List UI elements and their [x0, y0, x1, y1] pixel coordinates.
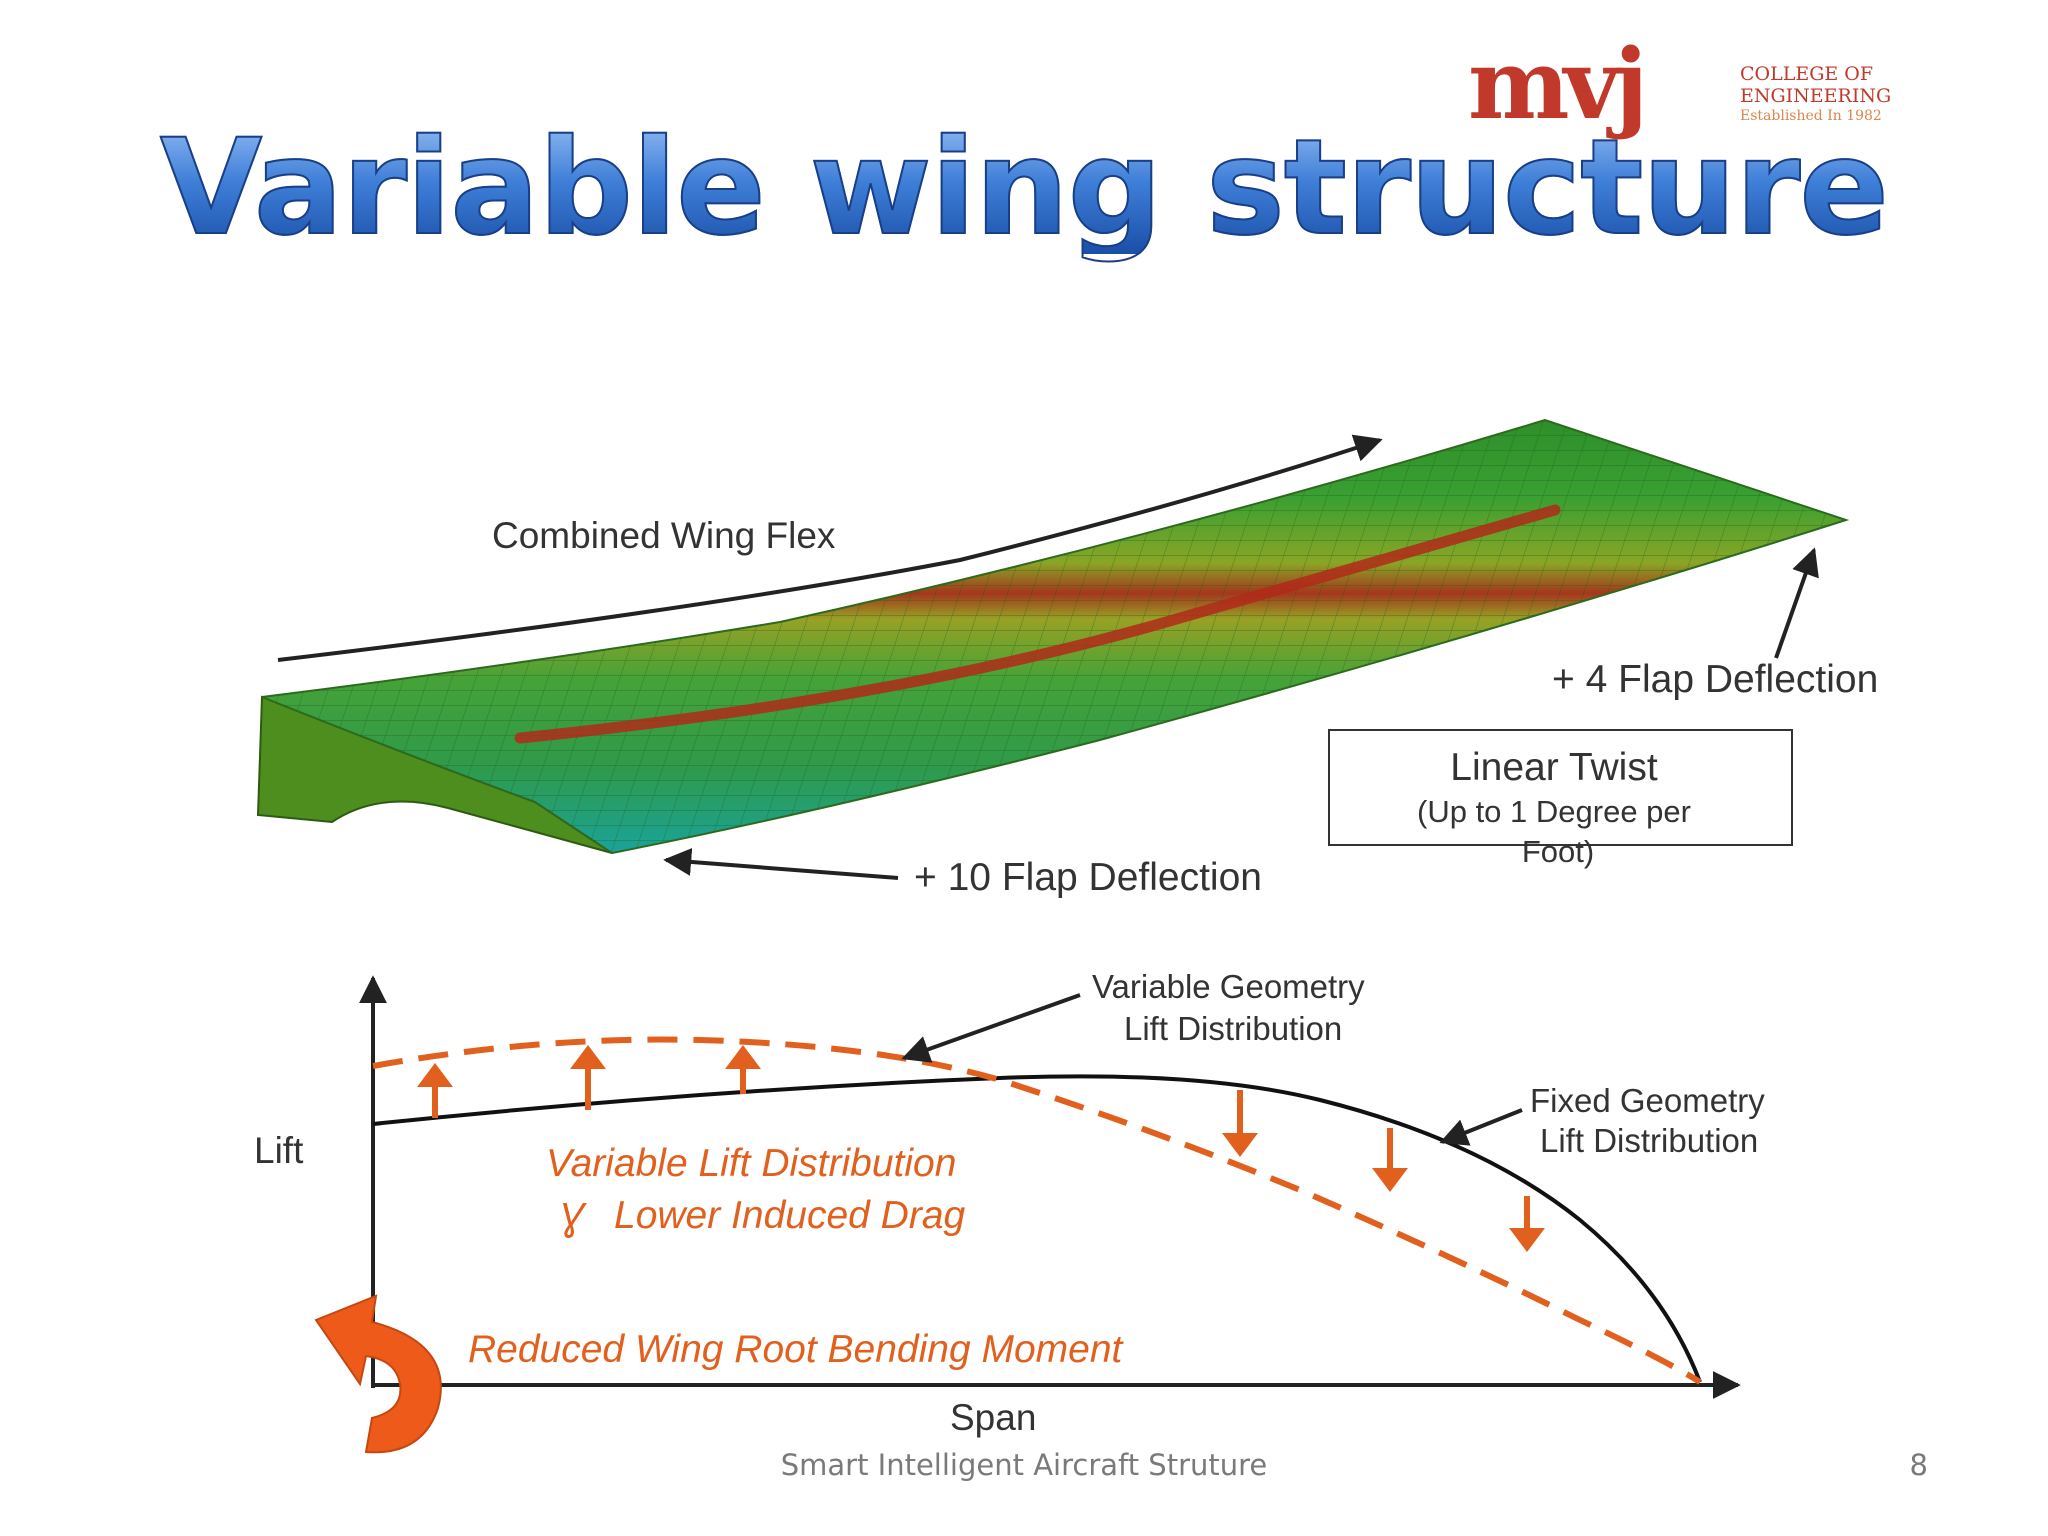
college-logo: mvj COLLEGE OF ENGINEERING Established I… [1468, 40, 1891, 140]
logo-line-3: Established In 1982 [1740, 108, 1882, 124]
slide-title: Variable wing structure [159, 111, 1890, 265]
bending-moment-icon [314, 1294, 442, 1454]
fixed-geometry-pointer [1439, 1108, 1523, 1146]
wing-spar-band [514, 504, 1561, 744]
variable-geometry-label-1: Variable Geometry [1092, 968, 1365, 1005]
wing-mesh [262, 420, 1846, 853]
footer-text: Smart Intelligent Aircraft Struture [780, 1448, 1268, 1482]
fixed-geometry-curve [372, 1074, 1702, 1383]
combined-flex-label: Combined Wing Flex [492, 515, 836, 556]
linear-twist-sub-1: (Up to 1 Degree per [1417, 794, 1691, 829]
linear-twist-sub-2: Foot) [1522, 834, 1594, 869]
flap-10-label: + 10 Flap Deflection [914, 856, 1262, 899]
variable-lift-note-2: Lower Induced Drag [614, 1194, 966, 1237]
flap-4-arrow [1774, 547, 1819, 659]
variable-lift-note-symbol: Ɣ [562, 1196, 587, 1239]
fixed-geometry-label-2: Lift Distribution [1540, 1122, 1758, 1159]
page-number: 8 [1909, 1448, 1928, 1482]
wing-surface [256, 418, 1850, 855]
variable-geometry-pointer [901, 993, 1081, 1063]
combined-flex-arrow [277, 434, 1383, 662]
logo-line-1: COLLEGE OF [1740, 63, 1873, 85]
variable-lift-note-1: Variable Lift Distribution [546, 1142, 956, 1185]
linear-twist-box [1328, 729, 1793, 846]
variable-geometry-curve [372, 1036, 1702, 1385]
fixed-geometry-label-1: Fixed Geometry [1530, 1082, 1765, 1119]
logo-mark: mvj [1468, 40, 1642, 140]
lift-chart: Lift Span Variable Geometry Lift Dis [254, 968, 1765, 1454]
linear-twist-title: Linear Twist [1450, 746, 1658, 789]
flap-10-arrow [663, 847, 899, 880]
bending-moment-note: Reduced Wing Root Bending Moment [468, 1328, 1125, 1371]
logo-line-2: ENGINEERING [1740, 85, 1891, 107]
variable-geometry-label-2: Lift Distribution [1124, 1010, 1342, 1047]
lift-axis-label: Lift [254, 1130, 304, 1171]
span-axis-label: Span [950, 1397, 1036, 1438]
redistribution-arrows [417, 1045, 1545, 1252]
flap-4-label: + 4 Flap Deflection [1552, 658, 1878, 701]
